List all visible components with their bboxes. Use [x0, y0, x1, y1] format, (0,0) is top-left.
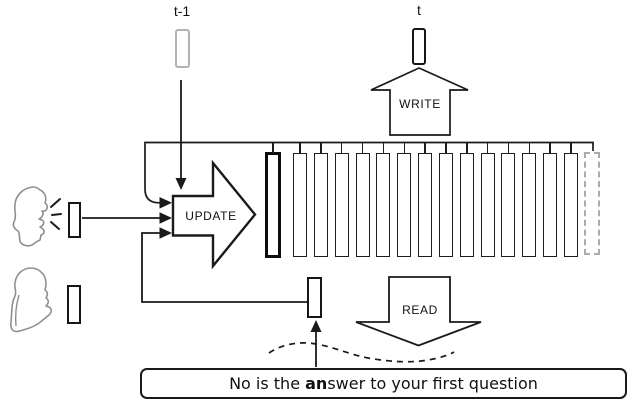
memory-slots	[293, 153, 578, 257]
memory-slot	[501, 153, 516, 257]
placeholder-memory-slot	[584, 152, 600, 255]
slot-connector-tick	[466, 142, 468, 153]
memory-slot	[397, 153, 412, 257]
write-arrow	[370, 67, 469, 136]
memory-slot	[418, 153, 433, 257]
current-timestep-label: t	[417, 2, 421, 18]
answer-text-suffix: swer to your first question	[327, 374, 538, 393]
memory-slot	[355, 153, 370, 257]
slot-connector-tick	[570, 142, 572, 153]
memory-slot	[376, 153, 391, 257]
slot-connector-tick	[320, 142, 322, 153]
listener-input-box	[67, 285, 81, 324]
answer-text-prefix: No is the	[229, 374, 306, 393]
speaking-person-icon	[12, 186, 62, 247]
slot-connector-tick	[486, 142, 489, 153]
prev-timestep-label: t-1	[173, 3, 191, 19]
slot-connector-tick	[361, 142, 364, 153]
memory-slot	[563, 153, 578, 257]
slot-connector-tick	[340, 142, 343, 153]
speaker-input-box	[68, 202, 81, 238]
rail-feedback-arrowhead	[159, 197, 172, 209]
slot-connector-tick	[299, 142, 301, 153]
memory-slot	[438, 153, 453, 257]
write-label: WRITE	[399, 97, 441, 111]
prev-state-arrow	[175, 80, 187, 190]
prev-state-box	[175, 29, 190, 68]
memory-rail	[144, 141, 594, 204]
read-feedback-path	[141, 227, 307, 303]
attended-memory-slot	[265, 152, 281, 258]
slot-connector-tick	[403, 142, 405, 153]
memory-slot	[334, 153, 349, 257]
update-arrow	[171, 159, 257, 270]
speaker-input-arrow	[82, 212, 172, 224]
sound-waves-icon	[50, 198, 62, 230]
memory-slot	[543, 153, 558, 257]
read-label: READ	[402, 303, 438, 317]
slot-connector-tick	[528, 142, 531, 153]
memory-slot	[313, 153, 328, 257]
slot-connector-tick	[549, 142, 551, 153]
slot-connector-tick	[424, 142, 426, 153]
memory-slot	[459, 153, 474, 257]
slot-connector-tick	[272, 142, 274, 153]
read-output-box	[307, 277, 322, 318]
answer-arrow	[310, 320, 322, 367]
dashed-wave	[268, 342, 455, 363]
memory-slot	[480, 153, 495, 257]
current-state-box	[412, 28, 426, 65]
read-arrow	[355, 276, 482, 347]
answer-text-bold: an	[305, 374, 328, 393]
slot-connector-tick	[507, 142, 510, 153]
listening-person-icon	[10, 267, 53, 333]
slot-connector-tick	[382, 142, 385, 153]
slot-connector-tick	[445, 142, 447, 153]
update-label: UPDATE	[185, 209, 237, 223]
memory-slot	[293, 153, 307, 257]
memory-slot	[522, 153, 537, 257]
